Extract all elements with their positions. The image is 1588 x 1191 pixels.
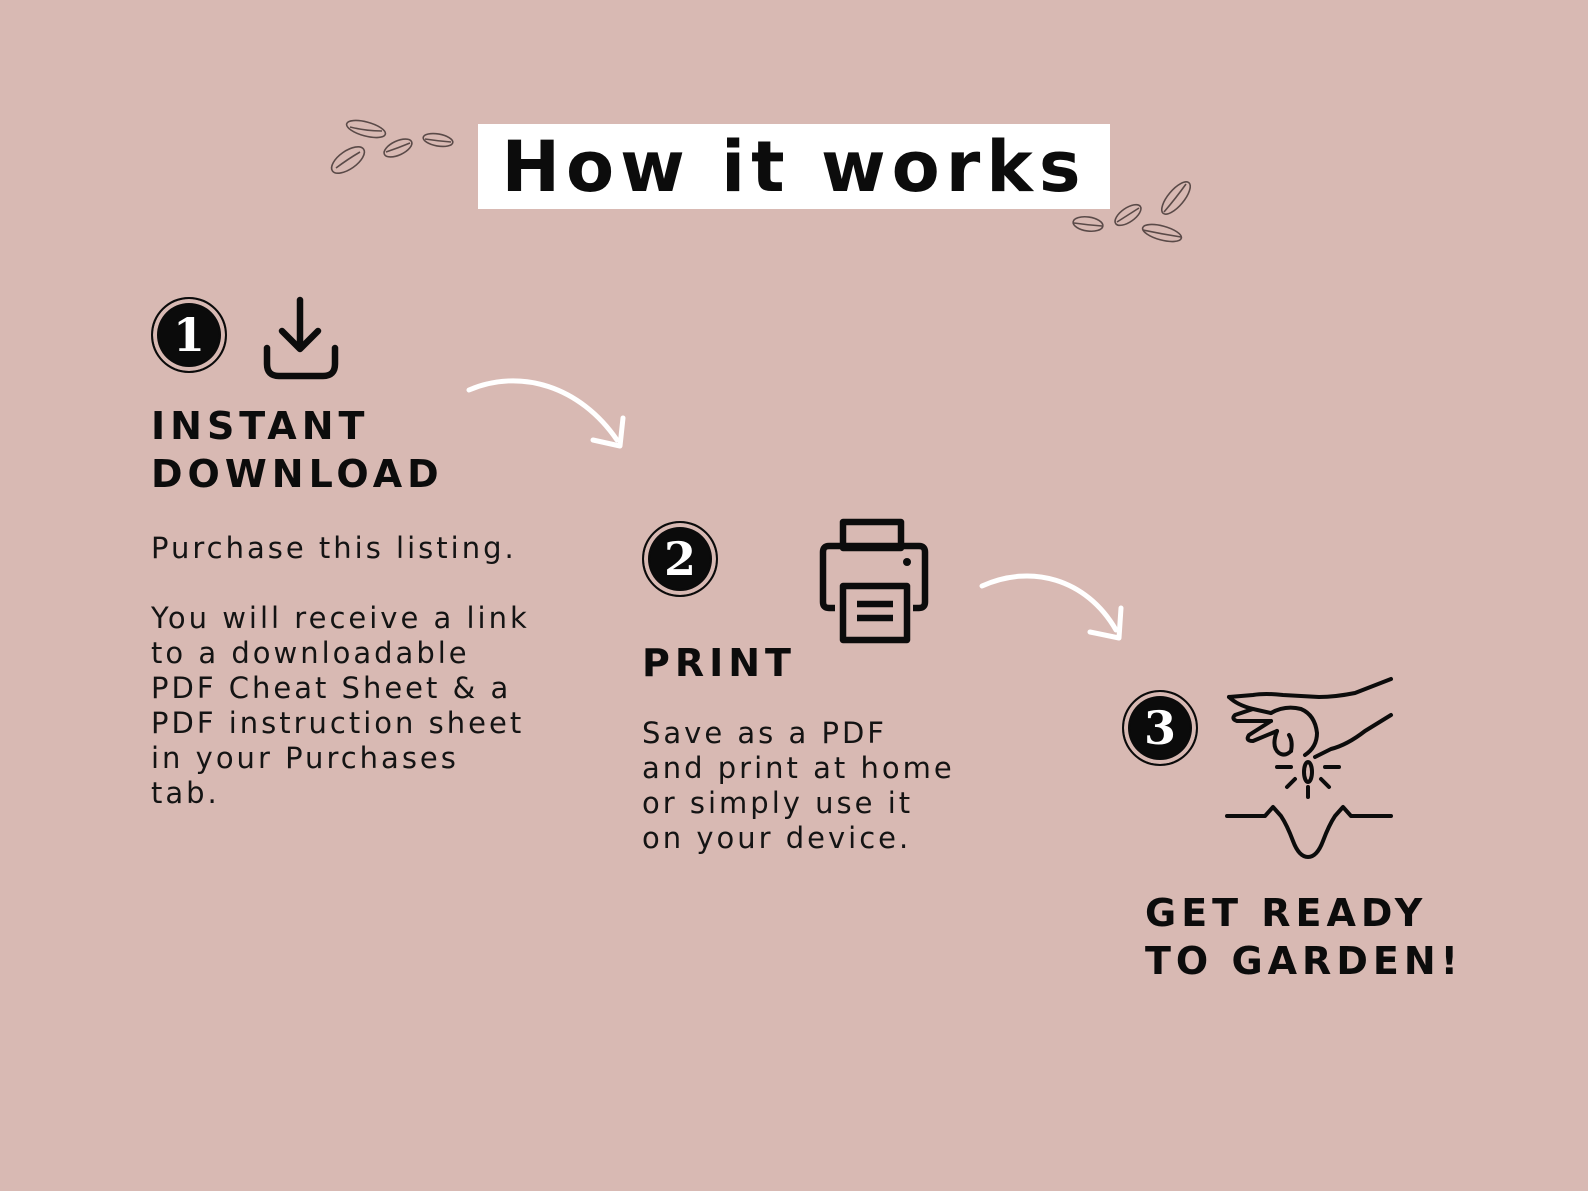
step-1-number-badge: 1: [151, 297, 227, 373]
seeds-decoration-left-icon: [330, 119, 454, 174]
step-1-text-line: PDF instruction sheet: [151, 706, 525, 740]
printer-icon: [819, 518, 929, 644]
step-1-text-line: to a downloadable: [151, 636, 470, 670]
step-1-text-line: tab.: [151, 776, 220, 810]
step-1-text-line: You will receive a link: [151, 601, 530, 635]
step-1-text-line: PDF Cheat Sheet & a: [151, 671, 512, 705]
title-banner: How it works: [478, 124, 1110, 209]
step-1-heading-line: DOWNLOAD: [151, 452, 444, 496]
step-2-description: Save as a PDF and print at home or simpl…: [642, 716, 955, 856]
seeds-decoration-right-icon: [1072, 181, 1192, 243]
download-icon: [263, 296, 339, 380]
step-3-heading-line: GET READY: [1145, 891, 1428, 935]
step-2-text-line: on your device.: [642, 821, 912, 855]
step-3-heading: GET READY TO GARDEN!: [1145, 889, 1463, 985]
step-2-heading: PRINT: [642, 639, 796, 687]
page-title: How it works: [501, 125, 1087, 208]
step-1-heading-line: INSTANT: [151, 404, 370, 448]
step-1-heading: INSTANT DOWNLOAD: [151, 402, 444, 498]
step-2-text-line: or simply use it: [642, 786, 914, 820]
step-1-description: Purchase this listing. You will receive …: [151, 531, 530, 811]
step-2-number-badge: 2: [642, 521, 718, 597]
step-3-number-badge: 3: [1122, 690, 1198, 766]
step-1-text-line: Purchase this listing.: [151, 531, 517, 565]
curved-arrow-icon: [466, 378, 626, 449]
step-1-number: 1: [172, 308, 205, 362]
curved-arrow-icon: [979, 573, 1124, 641]
step-2-text-line: Save as a PDF: [642, 716, 887, 750]
step-2-text-line: and print at home: [642, 751, 955, 785]
step-2-number: 2: [663, 532, 696, 586]
step-1-text-line: in your Purchases: [151, 741, 459, 775]
planting-seed-icon: [1225, 677, 1393, 859]
step-2-heading-line: PRINT: [642, 641, 796, 685]
step-3-heading-line: TO GARDEN!: [1145, 939, 1463, 983]
step-3-number: 3: [1143, 701, 1176, 755]
